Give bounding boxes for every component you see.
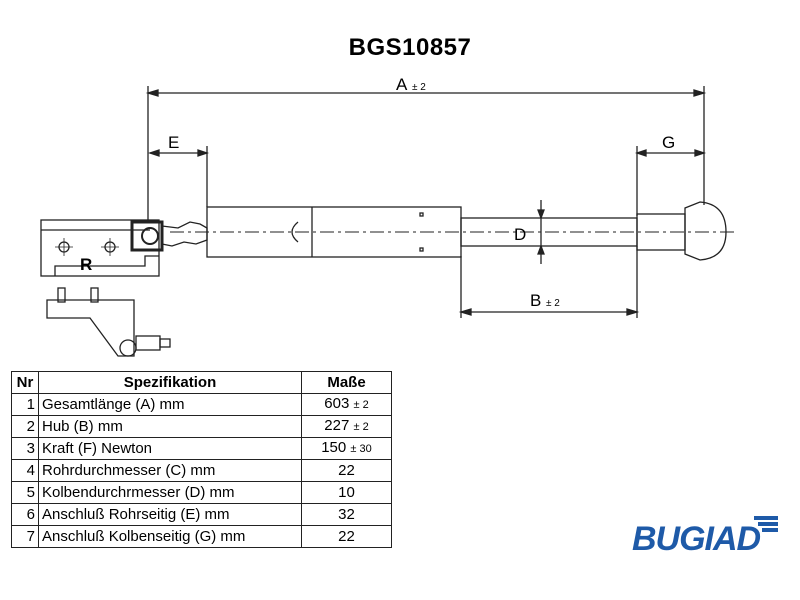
- dim-b-label: B: [530, 291, 541, 310]
- row-value-number: 22: [338, 461, 355, 479]
- row-spec: Gesamtlänge (A) mm: [38, 393, 302, 416]
- row-nr: 3: [11, 437, 39, 460]
- row-spec: Kraft (F) Newton: [38, 437, 302, 460]
- row-value-tolerance: ± 2: [353, 399, 369, 411]
- brand-logo: BUGIAD: [632, 520, 761, 558]
- row-value: 22: [301, 459, 392, 482]
- header-value: Maße: [301, 371, 392, 394]
- dim-a-arrow-left: [145, 89, 159, 97]
- header-nr: Nr: [11, 371, 39, 394]
- row-value: 32: [301, 503, 392, 526]
- side-bracket-stud-tip: [159, 338, 171, 348]
- row-value-number: 150: [321, 439, 347, 456]
- row-nr: 1: [11, 393, 39, 416]
- side-bracket-pin-2: [90, 287, 99, 303]
- dim-g-label: G: [662, 133, 675, 152]
- bracket-plate: [40, 219, 160, 277]
- dim-e-label: E: [168, 133, 179, 152]
- row-value: 150 ± 30: [301, 437, 392, 460]
- row-value-tolerance: ± 30: [350, 443, 372, 455]
- dim-b-tolerance: ± 2: [546, 298, 560, 309]
- row-value-tolerance: ± 2: [353, 421, 369, 433]
- dim-d-label: D: [514, 225, 526, 244]
- row-spec: Anschluß Rohrseitig (E) mm: [38, 503, 302, 526]
- header-spec: Spezifikation: [38, 371, 302, 394]
- dim-d-arrow-top: [537, 209, 545, 220]
- side-bracket-stud: [135, 335, 161, 351]
- gas-spring-drawing: A ± 2 E G B ± 2 D R: [40, 75, 735, 357]
- row-value-number: 227: [324, 417, 350, 434]
- ball-socket-ball: [141, 227, 159, 245]
- bracket-lower-edge: [54, 255, 159, 276]
- dim-b-arrow-left: [458, 308, 472, 316]
- tube-groove-2: [419, 247, 424, 252]
- row-value: 603 ± 2: [301, 393, 392, 416]
- row-nr: 2: [11, 415, 39, 438]
- row-nr: 5: [11, 481, 39, 504]
- row-value-number: 603: [324, 395, 350, 412]
- row-value: 227 ± 2: [301, 415, 392, 438]
- row-nr: 6: [11, 503, 39, 526]
- row-nr: 7: [11, 525, 39, 548]
- table-header-row: Nr Spezifikation Maße: [11, 371, 392, 394]
- tube-groove-1: [419, 212, 424, 217]
- row-value-number: 22: [338, 527, 355, 545]
- brand-mark-icon: [754, 516, 778, 532]
- part-number-title: BGS10857: [348, 34, 472, 61]
- row-nr: 4: [11, 459, 39, 482]
- row-value-number: 32: [338, 505, 355, 523]
- side-bracket-pin-1: [57, 287, 66, 303]
- ball-socket: [130, 220, 164, 252]
- dim-g-arrow-left: [634, 149, 647, 157]
- dim-e-arrow-right: [197, 149, 210, 157]
- dim-a-label: A: [396, 75, 408, 94]
- dim-a-arrow-right: [693, 89, 707, 97]
- row-value-number: 10: [338, 483, 355, 501]
- row-value: 22: [301, 525, 392, 548]
- dim-d-arrow-bottom: [537, 244, 545, 255]
- dim-e-arrow-left: [147, 149, 160, 157]
- dim-r-label: R: [80, 255, 92, 274]
- row-spec: Kolbendurchrmesser (D) mm: [38, 481, 302, 504]
- row-spec: Rohrdurchmesser (C) mm: [38, 459, 302, 482]
- side-bracket: [46, 299, 135, 357]
- rod-end-ball: [684, 201, 727, 261]
- row-value: 10: [301, 481, 392, 504]
- dim-a-tolerance: ± 2: [412, 82, 426, 93]
- dim-c-marker: [291, 221, 299, 243]
- row-spec: Hub (B) mm: [38, 415, 302, 438]
- row-spec: Anschluß Kolbenseitig (G) mm: [38, 525, 302, 548]
- connector-neck: [161, 221, 208, 247]
- dim-g-arrow-right: [694, 149, 707, 157]
- dim-b-arrow-right: [626, 308, 640, 316]
